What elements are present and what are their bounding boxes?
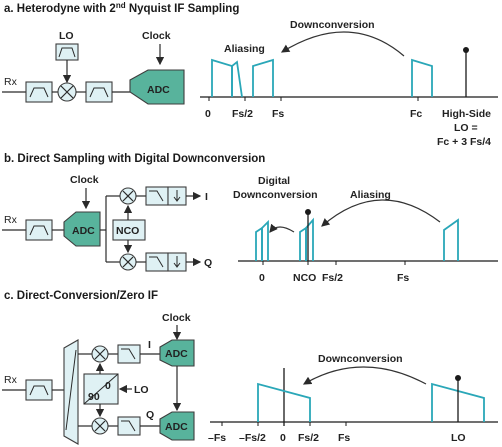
tick-neg-fs: –Fs [208, 432, 226, 444]
aliasing-arrow [321, 199, 441, 227]
lo-filter [55, 43, 79, 61]
bandpass-filter [25, 379, 53, 401]
lowpass-filter-icon [149, 190, 164, 202]
adc-i-block [159, 339, 195, 367]
clock-label: Clock [142, 30, 171, 42]
tick-lo: LO [451, 432, 466, 444]
downconversion-label: Downconversion [318, 353, 403, 365]
alias-image-1 [211, 58, 233, 97]
adc-i-label: ADC [165, 348, 188, 360]
lo-dot [455, 375, 461, 381]
panel-c-title: c. Direct-Conversion/Zero IF [4, 290, 158, 302]
high-side-label: High-Side [442, 108, 491, 120]
aliasing-label: Aliasing [224, 43, 265, 55]
lowpass-filter-i [145, 186, 169, 206]
phase-90-label: 90 [88, 391, 100, 403]
downconversion-arrow [302, 366, 427, 385]
adc-label: ADC [147, 84, 170, 96]
lo-label: LO [59, 30, 74, 42]
lo-formula-label: Fc + 3 Fs/4 [437, 136, 491, 148]
rx-label: Rx [4, 214, 18, 226]
rx-label: Rx [4, 76, 18, 88]
rf-signal [411, 58, 433, 97]
nco-label: NCO [116, 225, 139, 237]
lowpass-filter-i [117, 344, 141, 364]
lo-equals-label: LO = [454, 122, 478, 134]
downconversion-label: Downconversion [290, 19, 375, 31]
downconversion-label: Downconversion [233, 189, 318, 201]
q-label: Q [146, 409, 154, 421]
bandpass-filter-2 [85, 81, 113, 103]
decimate-arrow-icon [173, 190, 181, 202]
adc-q-block [159, 411, 195, 441]
tick-fs2: Fs/2 [232, 108, 253, 120]
panel-b-title: b. Direct Sampling with Digital Downconv… [4, 153, 265, 165]
digital-label: Digital [258, 175, 290, 187]
i-label: I [148, 339, 151, 351]
bandpass-filter-icon [58, 47, 76, 58]
tick-fs: Fs [397, 272, 409, 284]
bandpass-filter-icon [89, 87, 109, 98]
bandpass-filter-icon [29, 87, 49, 98]
panel-b: b. Direct Sampling with Digital Downconv… [2, 153, 498, 284]
rf-signal [443, 218, 459, 261]
tick-fs2: Fs/2 [298, 432, 319, 444]
decimate-arrow-icon [173, 256, 181, 268]
tick-fs: Fs [272, 108, 284, 120]
alias-image-2 [231, 60, 243, 98]
aliasing-label: Aliasing [350, 189, 391, 201]
lowpass-filter-q [117, 416, 141, 436]
tick-0: 0 [280, 432, 286, 444]
downconversion-arrow [280, 31, 405, 57]
alias-signal-2 [305, 217, 314, 261]
bandpass-filter-icon [29, 385, 49, 396]
bandpass-filter [25, 219, 53, 241]
baseband-signal-2 [261, 219, 269, 261]
phase-0-label: 0 [105, 380, 111, 392]
adc-block [63, 211, 101, 247]
lowpass-filter-icon [121, 348, 136, 360]
panel-a: a. Heterodyne with 2nd Nyquist IF Sampli… [2, 1, 498, 148]
baseband-spectrum [257, 382, 311, 422]
tick-0: 0 [259, 272, 265, 284]
adc-block [129, 69, 185, 105]
bandpass-filter-icon [29, 225, 49, 236]
lo-label: LO [134, 384, 149, 396]
panel-c: c. Direct-Conversion/Zero IF Rx 0 90 LO … [2, 290, 498, 445]
adc-q-label: ADC [165, 421, 188, 433]
lowpass-filter-q [145, 252, 169, 272]
clock-label: Clock [70, 174, 99, 186]
adc-label: ADC [72, 225, 95, 237]
lowpass-filter-icon [149, 256, 164, 268]
clock-label: Clock [162, 312, 191, 324]
nco-block [112, 219, 146, 241]
panel-a-title: a. Heterodyne with 2nd Nyquist IF Sampli… [4, 1, 239, 15]
lo-dot [463, 47, 469, 53]
tick-fs: Fs [338, 432, 350, 444]
tick-0: 0 [205, 108, 211, 120]
nco-dot [305, 209, 311, 215]
bandpass-filter-1 [25, 81, 53, 103]
digital-downconversion-arrow [269, 223, 295, 233]
q-output-label: Q [204, 257, 212, 269]
rx-label: Rx [4, 374, 18, 386]
tick-fs2: Fs/2 [322, 272, 343, 284]
tick-neg-fs2: –Fs/2 [239, 432, 266, 444]
alias-image-3 [252, 58, 274, 97]
tick-nco: NCO [293, 272, 316, 284]
tick-fc: Fc [410, 108, 422, 120]
i-output-label: I [205, 191, 208, 203]
lowpass-filter-icon [121, 420, 136, 432]
